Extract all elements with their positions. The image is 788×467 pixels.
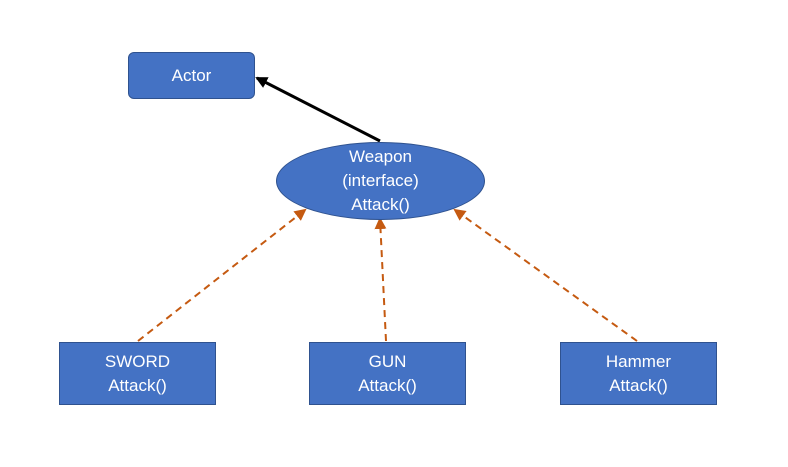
actor-label: Actor xyxy=(171,65,212,85)
hammer-node: Hammer Attack() xyxy=(560,342,717,405)
weapon-interface-node: Weapon (interface) Attack() xyxy=(276,142,485,220)
gun-method: Attack() xyxy=(358,375,417,395)
weapon-title: Weapon xyxy=(348,147,412,166)
weapon-stereotype: (interface) xyxy=(342,171,419,190)
edge-gun-to-weapon xyxy=(374,217,387,342)
hammer-method: Attack() xyxy=(609,375,668,395)
edge-hammer-to-weapon xyxy=(453,208,638,342)
hammer-title: Hammer xyxy=(605,351,672,371)
edge-weapon-to-actor xyxy=(255,76,381,143)
actor-node: Actor xyxy=(128,52,255,99)
gun-title: GUN xyxy=(368,351,407,371)
sword-title: SWORD xyxy=(104,351,171,371)
sword-method: Attack() xyxy=(108,375,167,395)
gun-node: GUN Attack() xyxy=(309,342,466,405)
sword-node: SWORD Attack() xyxy=(59,342,216,405)
edge-sword-to-weapon xyxy=(137,208,307,342)
weapon-method: Attack() xyxy=(351,195,410,214)
